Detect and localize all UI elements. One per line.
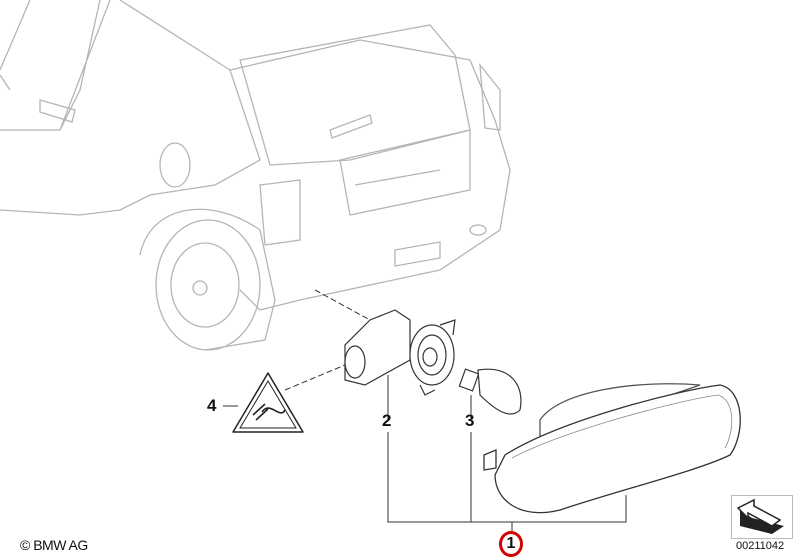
navigate-up-button[interactable]: [731, 495, 793, 539]
part-label-3[interactable]: 3: [465, 411, 475, 430]
part-label-4[interactable]: 4: [207, 396, 217, 415]
part-4-warning-label[interactable]: [232, 372, 304, 433]
leader-lines: [223, 289, 627, 532]
part-1-side-indicator[interactable]: [483, 383, 741, 514]
part-3-bulb[interactable]: [458, 368, 522, 415]
arrow-up-left-icon: [736, 498, 784, 534]
image-code: 00211042: [736, 540, 785, 552]
copyright-text: © BMW AG: [20, 537, 88, 553]
part-2-bulb-socket[interactable]: [344, 309, 456, 396]
part-label-2[interactable]: 2: [382, 411, 392, 430]
part-label-1-highlighted[interactable]: 1: [499, 531, 523, 557]
car-rear-illustration: [0, 0, 511, 351]
